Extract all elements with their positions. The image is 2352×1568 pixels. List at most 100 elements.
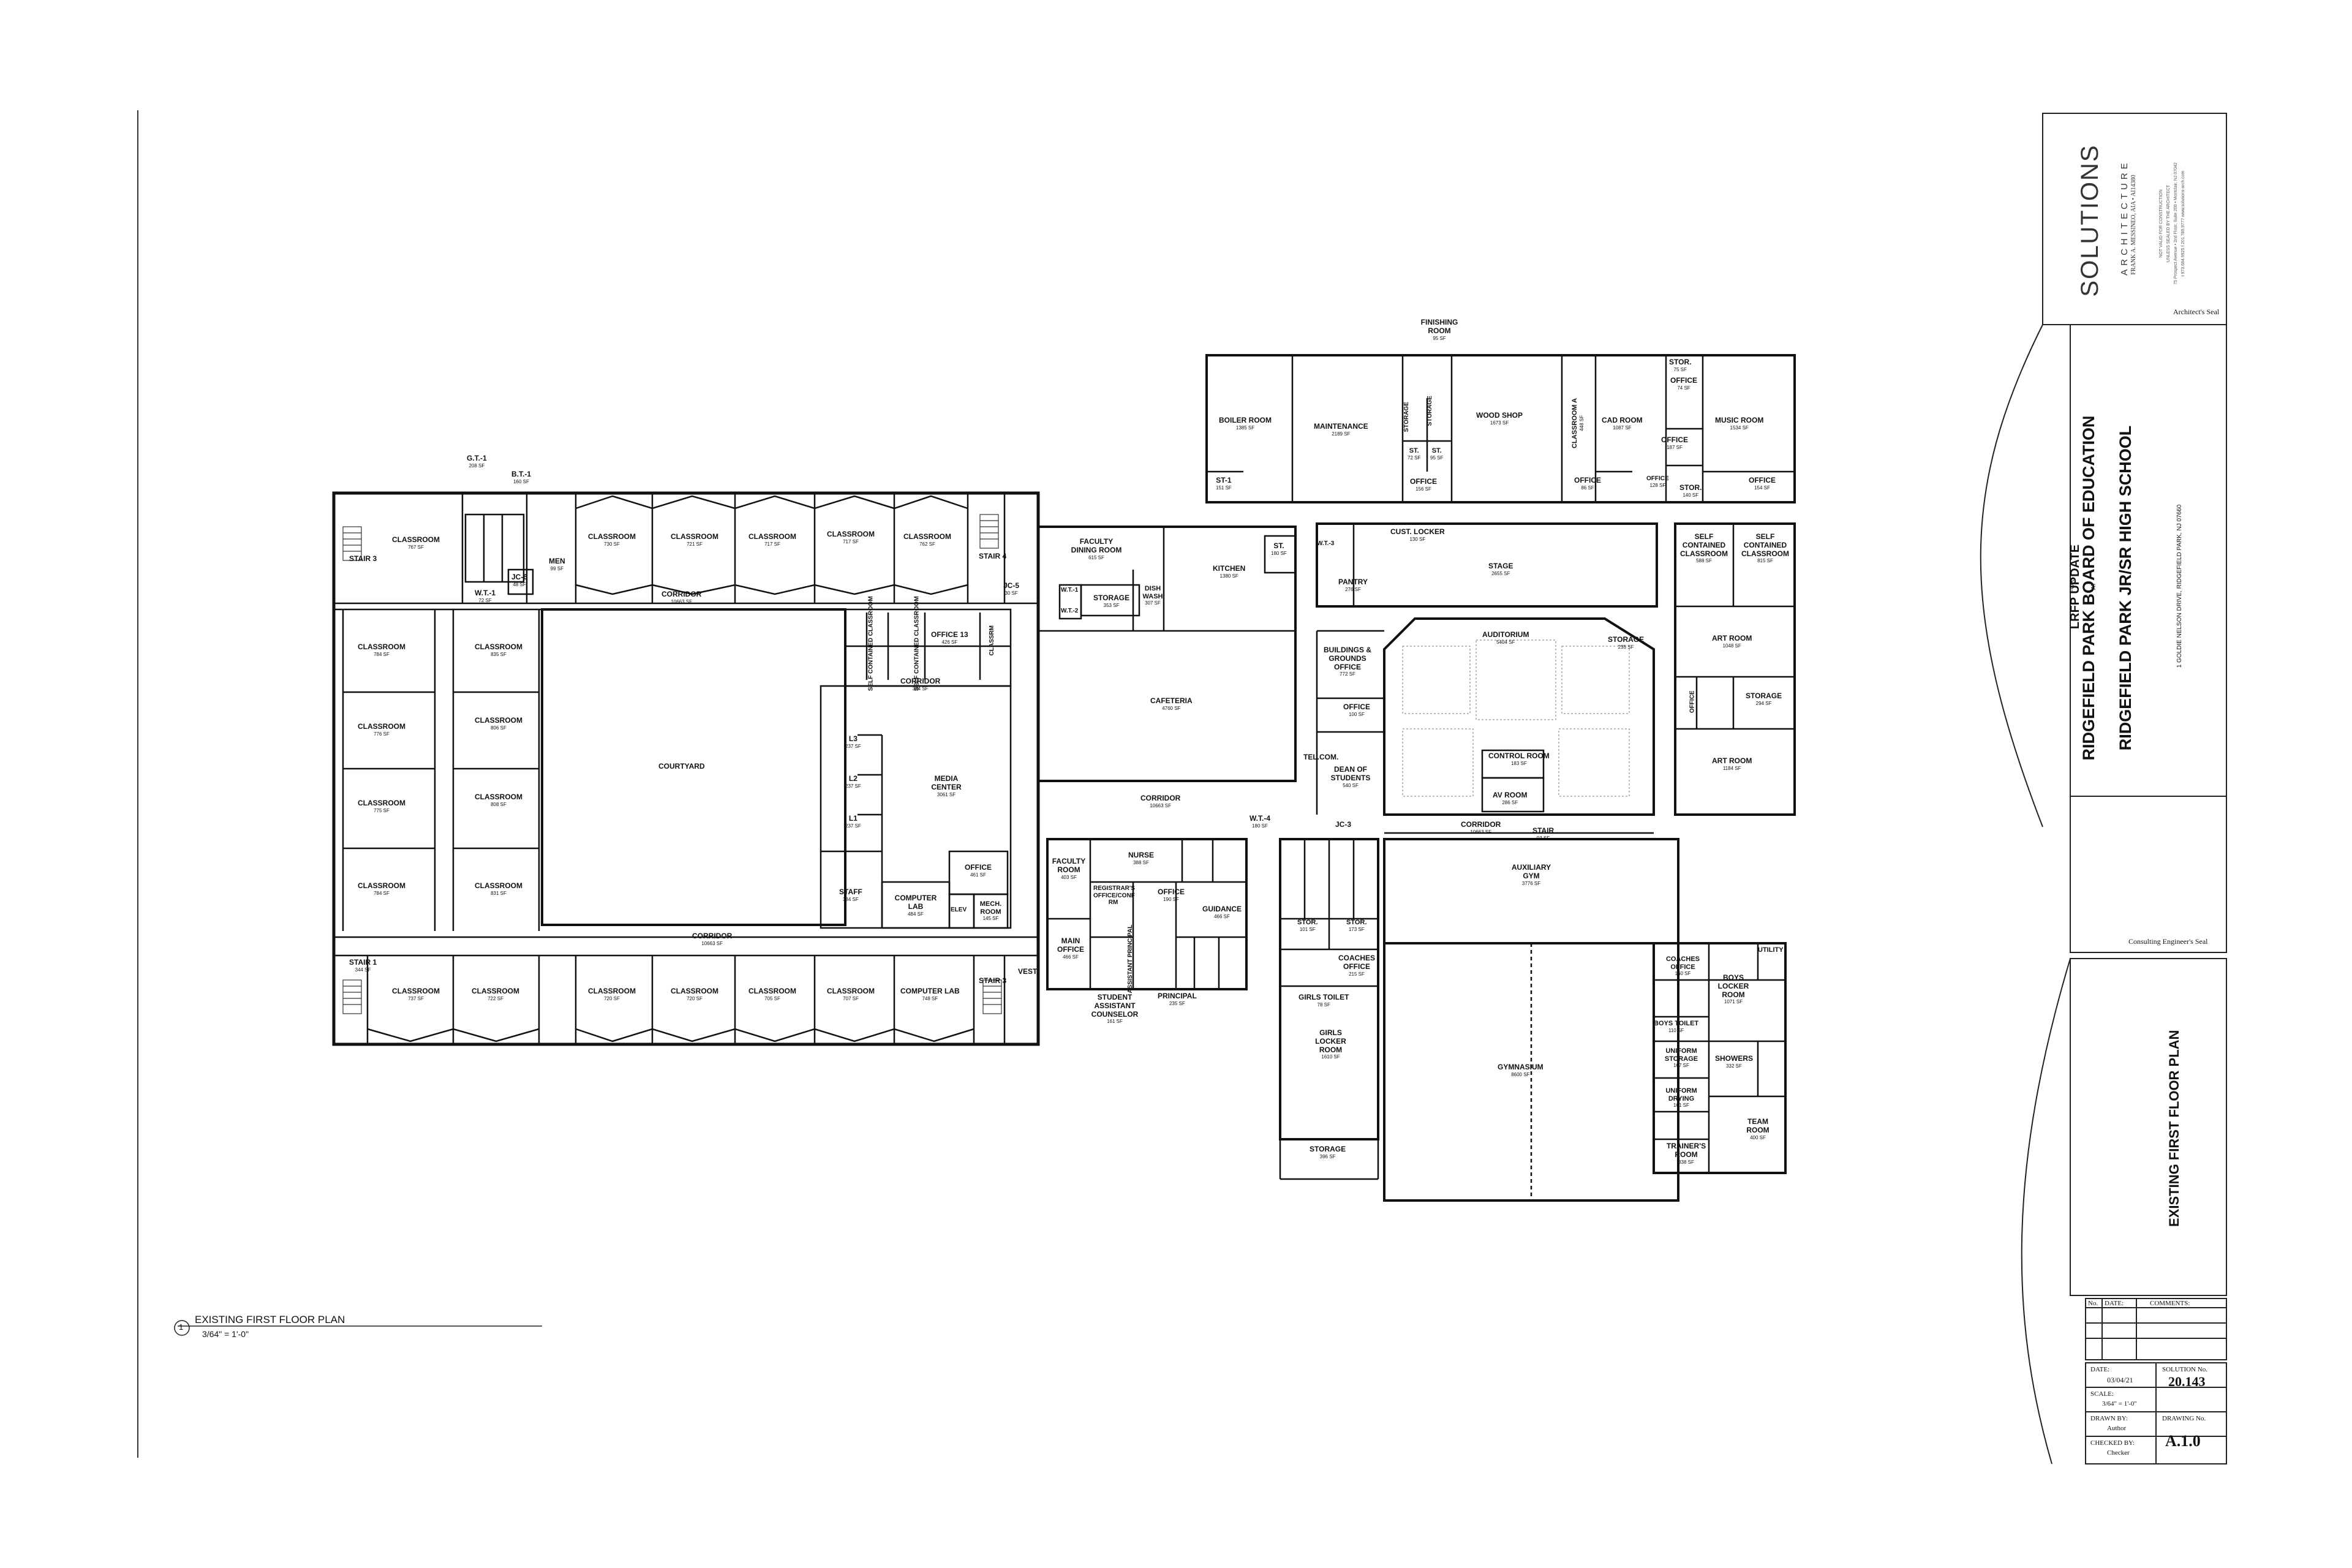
scale-label: SCALE: <box>2090 1390 2114 1398</box>
engineer-seal-label: Consulting Engineer's Seal <box>2128 937 2208 946</box>
room-label: VEST. <box>1018 967 1039 976</box>
drawn-by-value: Author <box>2107 1425 2127 1432</box>
room-label: TEL.COM. <box>1303 753 1339 761</box>
room-label: SELF CONTAINED CLASSROOM <box>867 596 875 692</box>
room-label: CLASSRM <box>988 625 995 656</box>
room-label: W.T.-1 <box>1061 587 1079 594</box>
room-label: ELEV <box>951 907 967 913</box>
room-label: ST.180 SF <box>1271 541 1287 556</box>
room-label: REGISTRAR'S OFFICE/CONF RM <box>1093 885 1135 906</box>
solution-no-value: 20.143 <box>2168 1374 2206 1389</box>
date-value: 03/04/21 <box>2107 1376 2133 1384</box>
room-label: STOR.101 SF <box>1297 919 1318 932</box>
room-label: ST.72 SF <box>1408 447 1421 461</box>
solution-no-label: SOLUTION No. <box>2162 1366 2207 1373</box>
title-block-frame <box>1980 113 2227 1464</box>
auditorium-seating <box>1402 639 1630 797</box>
room-label: W.T.-3 <box>1317 540 1335 547</box>
room-label: STOR.173 SF <box>1346 919 1367 932</box>
stairs <box>342 514 1002 1014</box>
project-address: 1 GOLDIE NELSON DRIVE, RIDGEFIELD PARK, … <box>2176 504 2183 668</box>
scale-value: 3/64" = 1'-0" <box>2102 1400 2137 1408</box>
firm-note-1: NOT VALID FOR CONSTRUCTION <box>2159 189 2163 258</box>
date-label: DATE: <box>2090 1366 2110 1373</box>
room-label: OFFICE <box>1689 690 1696 714</box>
room-label: STAIR 4 <box>979 552 1007 560</box>
room-label: STORAGE <box>1426 396 1433 426</box>
room-label: W.T.-2 <box>1061 608 1079 614</box>
drawing-no-value: A.1.0 <box>2165 1432 2201 1450</box>
room-label: STOR.140 SF <box>1679 483 1702 498</box>
room-label: ST.95 SF <box>1430 447 1444 461</box>
architect-name: FRANK A. MESSINEO, AIA • AI14380 <box>2130 175 2137 275</box>
rev-header-date: DATE: <box>2105 1300 2124 1307</box>
room-label: COURTYARD <box>658 762 705 771</box>
room-label: ASSISTANT PRINCIPAL <box>1127 924 1134 993</box>
firm-note-2: UNLESS SEALED BY THE ARCHITECT <box>2166 184 2171 263</box>
project-for: FOR <box>2069 579 2076 593</box>
